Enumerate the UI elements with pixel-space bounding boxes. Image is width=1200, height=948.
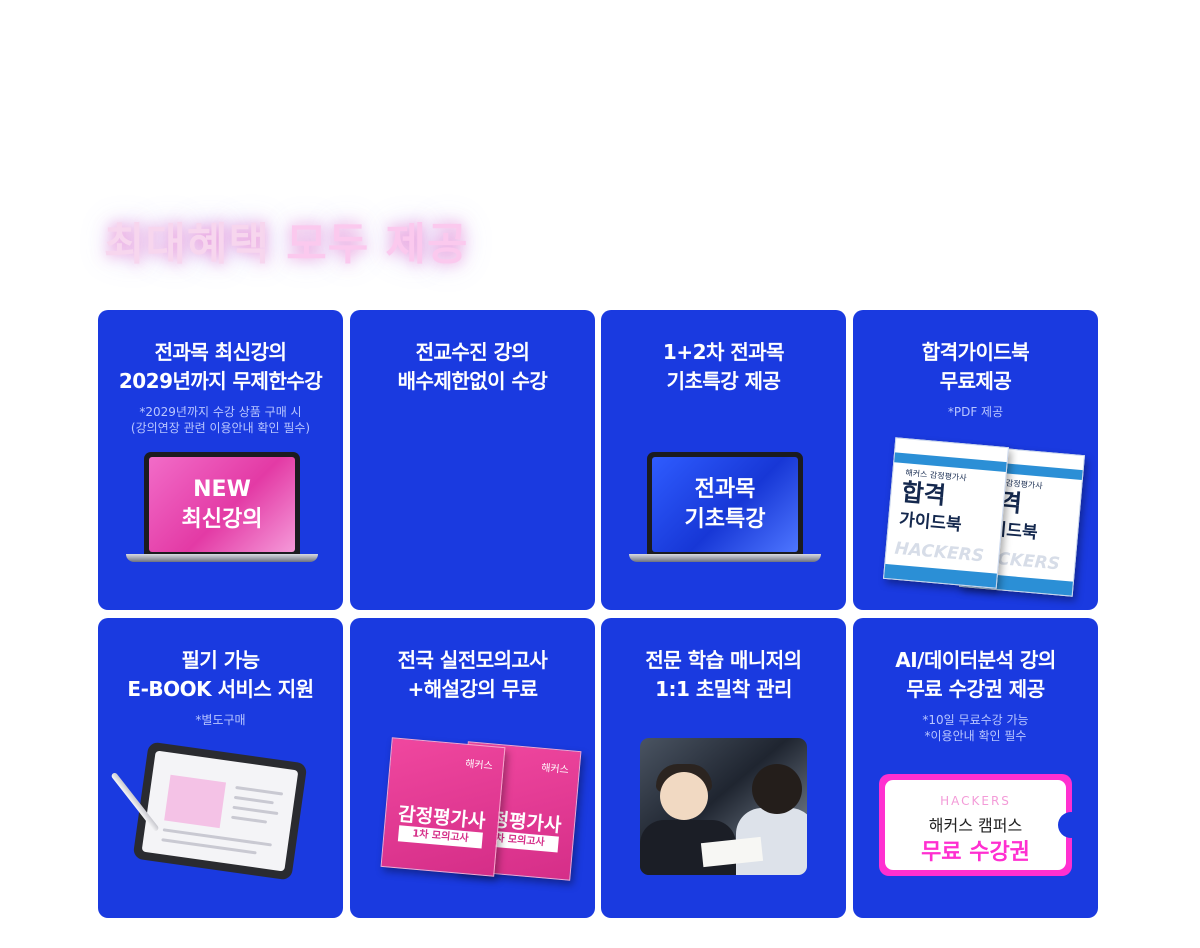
card-title: 전문 학습 매니저의 1:1 초밀착 관리	[645, 648, 802, 701]
card-note: *2029년까지 수강 상품 구매 시 (강의연장 관련 이용안내 확인 필수)	[130, 405, 311, 435]
card-title: 전과목 최신강의 2029년까지 무제한수강	[118, 340, 323, 393]
card-title: AI/데이터분석 강의 무료 수강권 제공	[895, 648, 1056, 701]
guide-book-front-image: 해커스 감정평가사 합격 가이드북 HACKERS	[883, 437, 1009, 589]
benefit-card-mock-exam[interactable]: 전국 실전모의고사 +해설강의 무료 해커스 감정평가사 1차 모의고사 해커스…	[350, 618, 595, 918]
card-title: 전국 실전모의고사 +해설강의 무료	[397, 648, 548, 701]
card-title: 합격가이드북 무료제공	[921, 340, 1030, 393]
card-note: *별도구매	[195, 713, 246, 727]
tablet-image	[132, 741, 308, 881]
coupon-line1: 해커스 캠퍼스	[928, 816, 1023, 835]
coupon-brand: HACKERS	[940, 794, 1011, 808]
benefit-card-guide-book[interactable]: 합격가이드북 무료제공 *PDF 제공 해커스 감정평가사 합격 가이드북 HA…	[853, 310, 1098, 610]
benefit-card-ebook[interactable]: 필기 가능 E-BOOK 서비스 지원 *별도구매	[98, 618, 343, 918]
card-title: 전교수진 강의 배수제한없이 수강	[397, 340, 548, 393]
benefit-card-basic-lectures[interactable]: 1+2차 전과목 기초특강 제공 전과목 기초특강	[601, 310, 846, 610]
mentoring-photo	[640, 738, 807, 875]
benefit-card-all-professors[interactable]: 전교수진 강의 배수제한없이 수강	[350, 310, 595, 610]
benefit-card-study-manager[interactable]: 전문 학습 매니저의 1:1 초밀착 관리	[601, 618, 846, 918]
card-title: 필기 가능 E-BOOK 서비스 지원	[127, 648, 314, 701]
headline: 최대혜택 모두 제공	[104, 208, 469, 272]
voucher-coupon-image: HACKERS 해커스 캠퍼스 무료 수강권	[879, 774, 1084, 876]
benefit-card-ai-voucher[interactable]: AI/데이터분석 강의 무료 수강권 제공 *10일 무료수강 가능 *이용안내…	[853, 618, 1098, 918]
coupon-line2: 무료 수강권	[921, 840, 1030, 865]
laptop-screen-text: 전과목 기초특강	[652, 457, 798, 552]
card-title: 1+2차 전과목 기초특강 제공	[662, 340, 785, 393]
headline-part2: 모두 제공	[286, 219, 469, 270]
exam-booklet-front-image: 해커스 감정평가사 1차 모의고사	[380, 737, 506, 877]
benefit-card-latest-lectures[interactable]: 전과목 최신강의 2029년까지 무제한수강 *2029년까지 수강 상품 구매…	[98, 310, 343, 610]
laptop-screen-text: NEW 최신강의	[149, 457, 295, 552]
card-note: *10일 무료수강 가능 *이용안내 확인 필수	[922, 713, 1029, 743]
laptop-image: 전과목 기초특강	[629, 452, 821, 564]
laptop-image: NEW 최신강의	[126, 452, 318, 564]
card-note: *PDF 제공	[947, 405, 1004, 419]
headline-part1: 최대혜택	[104, 219, 270, 270]
